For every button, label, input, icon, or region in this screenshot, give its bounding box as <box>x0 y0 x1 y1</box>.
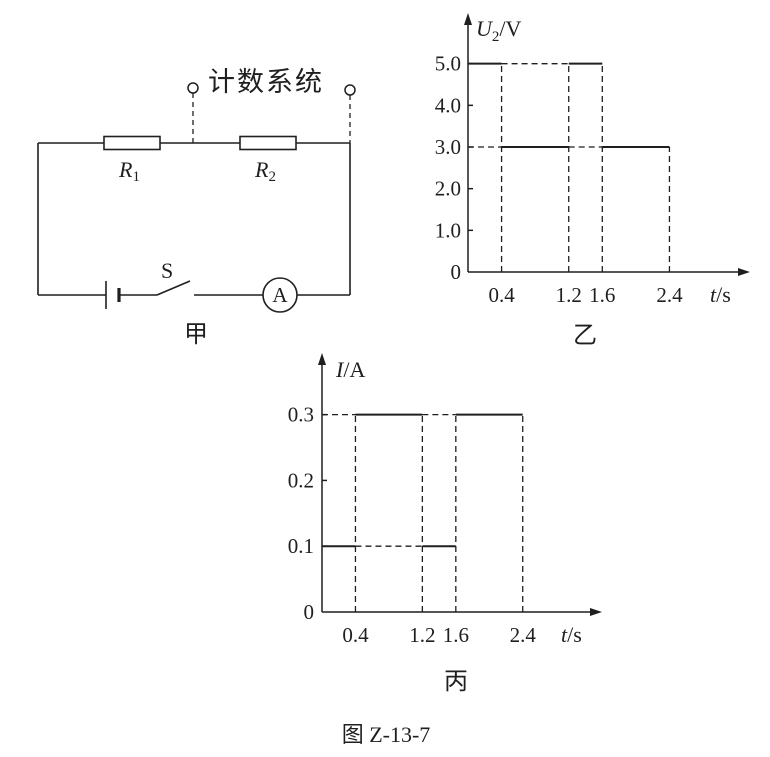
u2-x-axis-symbol: t <box>710 282 717 307</box>
resistor-r1 <box>103 135 161 151</box>
u2-y-tick-label: 2.0 <box>435 177 461 201</box>
current-y-tick-label: 0.3 <box>288 403 314 427</box>
u2-y-tick-label: 0 <box>451 260 462 284</box>
current-x-tick-label: 0.4 <box>342 623 369 647</box>
counter-terminal-right <box>344 84 356 96</box>
u2-y-tick-label: 5.0 <box>435 52 461 76</box>
u2-x-tick-label: 1.2 <box>556 283 582 307</box>
current-y-tick-label: 0 <box>304 600 315 624</box>
resistor-r1-symbol: R <box>118 157 133 182</box>
u2-x-axis-label: t/s <box>710 282 731 307</box>
current-y-axis-label: I/A <box>335 357 365 382</box>
current-x-tick-label: 1.6 <box>443 623 469 647</box>
switch-blade <box>156 280 191 296</box>
current-x-axis-label: t/s <box>561 622 582 647</box>
u2-y-tick-label: 4.0 <box>435 93 461 117</box>
marks-u2: 0 1.0 2.0 3.0 4.0 5.0 0.4 1.2 1.6 2.4 <box>435 52 683 307</box>
resistor-r2-symbol: R <box>254 157 269 182</box>
u2-y-axis-unit: /V <box>499 16 521 41</box>
u2-x-tick-label: 2.4 <box>656 283 683 307</box>
circuit-diagram: 计数系统 R1 R2 S A 甲 <box>37 67 356 348</box>
current-x-tick-label: 2.4 <box>510 623 537 647</box>
u2-y-axis-arrow <box>464 13 472 25</box>
current-chart-caption: 丙 <box>444 669 468 695</box>
u2-x-axis-arrow <box>738 268 750 276</box>
resistor-r1-subscript: 1 <box>132 169 140 185</box>
current-y-tick-label: 0.1 <box>288 534 314 558</box>
resistor-r2 <box>239 135 297 151</box>
ammeter-label: A <box>272 283 288 307</box>
circuit-caption: 甲 <box>184 322 208 348</box>
figure-caption: 图 Z-13-7 <box>342 722 431 747</box>
u2-x-tick-label: 1.6 <box>589 283 615 307</box>
u2-y-tick-label: 3.0 <box>435 135 461 159</box>
current-y-axis-symbol: I <box>335 357 345 382</box>
current-x-axis-arrow <box>590 608 602 616</box>
u2-y-tick-label: 1.0 <box>435 218 461 242</box>
counter-terminal-left <box>187 82 199 94</box>
switch-label: S <box>161 258 173 283</box>
u2-x-tick-label: 0.4 <box>488 283 515 307</box>
current-x-axis-symbol: t <box>561 622 568 647</box>
chart-u2: U2/V t/s 0 1.0 2.0 3.0 4.0 5.0 0.4 1.2 1.6 2.4 乙 <box>435 13 750 349</box>
chart-current: I/A t/s 0 0.1 0.2 0.3 0.4 1.2 1.6 2.4 丙 <box>288 353 602 695</box>
counter-system-label: 计数系统 <box>208 67 324 97</box>
current-y-axis-arrow <box>318 353 326 365</box>
marks-current: 0 0.1 0.2 0.3 0.4 1.2 1.6 2.4 <box>288 403 537 647</box>
u2-y-axis-symbol: U <box>476 16 494 41</box>
current-x-tick-label: 1.2 <box>409 623 435 647</box>
resistor-r2-label: R2 <box>254 157 276 185</box>
u2-y-axis-subscript: 2 <box>492 29 500 45</box>
current-y-tick-label: 0.2 <box>288 468 314 492</box>
resistor-r1-label: R1 <box>118 157 140 185</box>
current-x-axis-unit: /s <box>567 622 582 647</box>
u2-chart-caption: 乙 <box>573 323 597 349</box>
u2-x-axis-unit: /s <box>716 282 731 307</box>
current-y-axis-unit: /A <box>343 357 365 382</box>
resistor-r2-subscript: 2 <box>268 169 276 185</box>
u2-y-axis-label: U2/V <box>476 16 522 45</box>
